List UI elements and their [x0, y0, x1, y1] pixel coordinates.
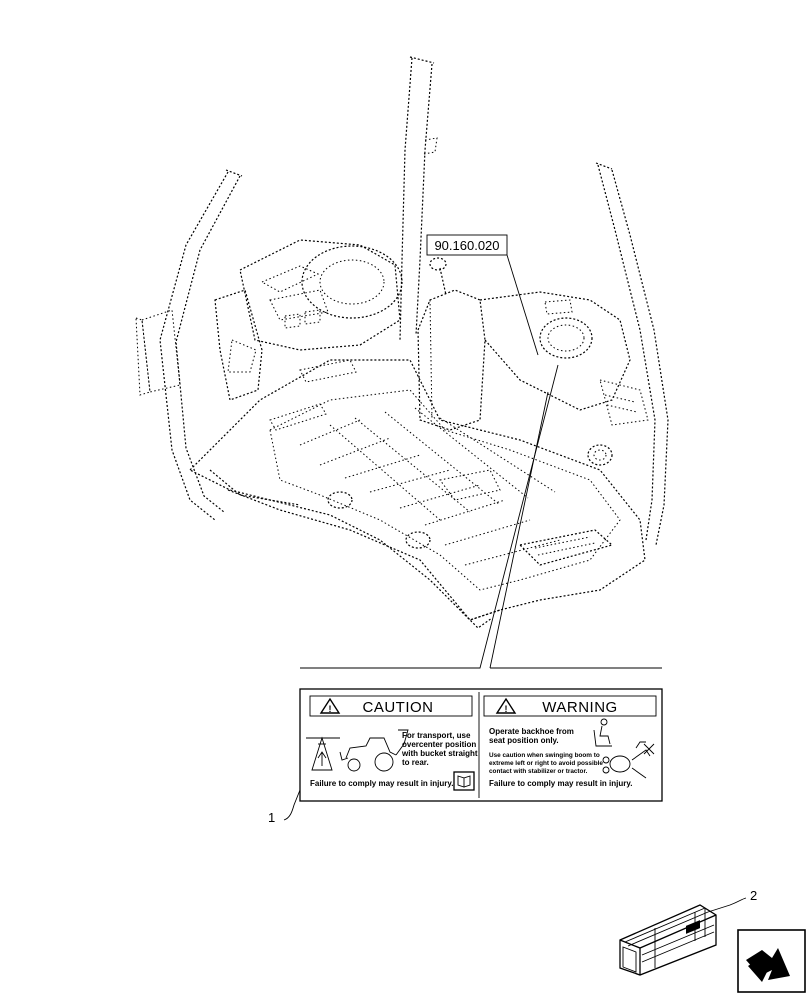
warning-footer: Failure to comply may result in injury.	[489, 779, 632, 788]
decal-outline	[299, 688, 663, 802]
caution-text: For transport, use overcenter position w…	[401, 731, 480, 767]
svg-text:!: !	[329, 704, 332, 714]
reference-leader-line	[506, 254, 539, 356]
parts-kit-box-icon	[619, 904, 717, 976]
warning-header-box	[483, 695, 657, 717]
backhoe-pictogram	[339, 729, 409, 772]
item-1-label: 1	[268, 810, 275, 825]
item-1-leader	[283, 789, 301, 821]
reference-label: 90.160.020	[434, 238, 499, 253]
item-2-label: 2	[750, 888, 757, 903]
warning-triangle-icon: !	[495, 697, 517, 714]
decal-leader-right	[489, 391, 662, 669]
safety-decal: ! CAUTION ! WARNING For transport, use o…	[299, 688, 663, 802]
svg-text:!: !	[505, 704, 508, 714]
caution-footer: Failure to comply may result in injury.	[310, 779, 453, 788]
warning-triangle-icon: !	[319, 697, 341, 714]
reference-box	[426, 234, 508, 256]
warning-header: WARNING	[542, 699, 617, 716]
item-2-leader	[707, 897, 747, 913]
next-page-arrow-icon[interactable]	[737, 929, 806, 993]
seated-operator-pictogram	[593, 718, 612, 747]
caution-header-box	[309, 695, 473, 717]
caution-header: CAUTION	[363, 699, 434, 716]
transport-position-pictogram	[306, 736, 340, 771]
operator-manual-icon	[453, 771, 475, 791]
swing-boom-pictogram	[602, 741, 655, 779]
warning-top-text: Operate backhoe from seat position only.	[489, 727, 576, 745]
decal-leader-left	[300, 364, 559, 669]
warning-text: Use caution when swinging boom to extrem…	[489, 752, 605, 775]
cab-floor-illustration	[135, 56, 669, 629]
